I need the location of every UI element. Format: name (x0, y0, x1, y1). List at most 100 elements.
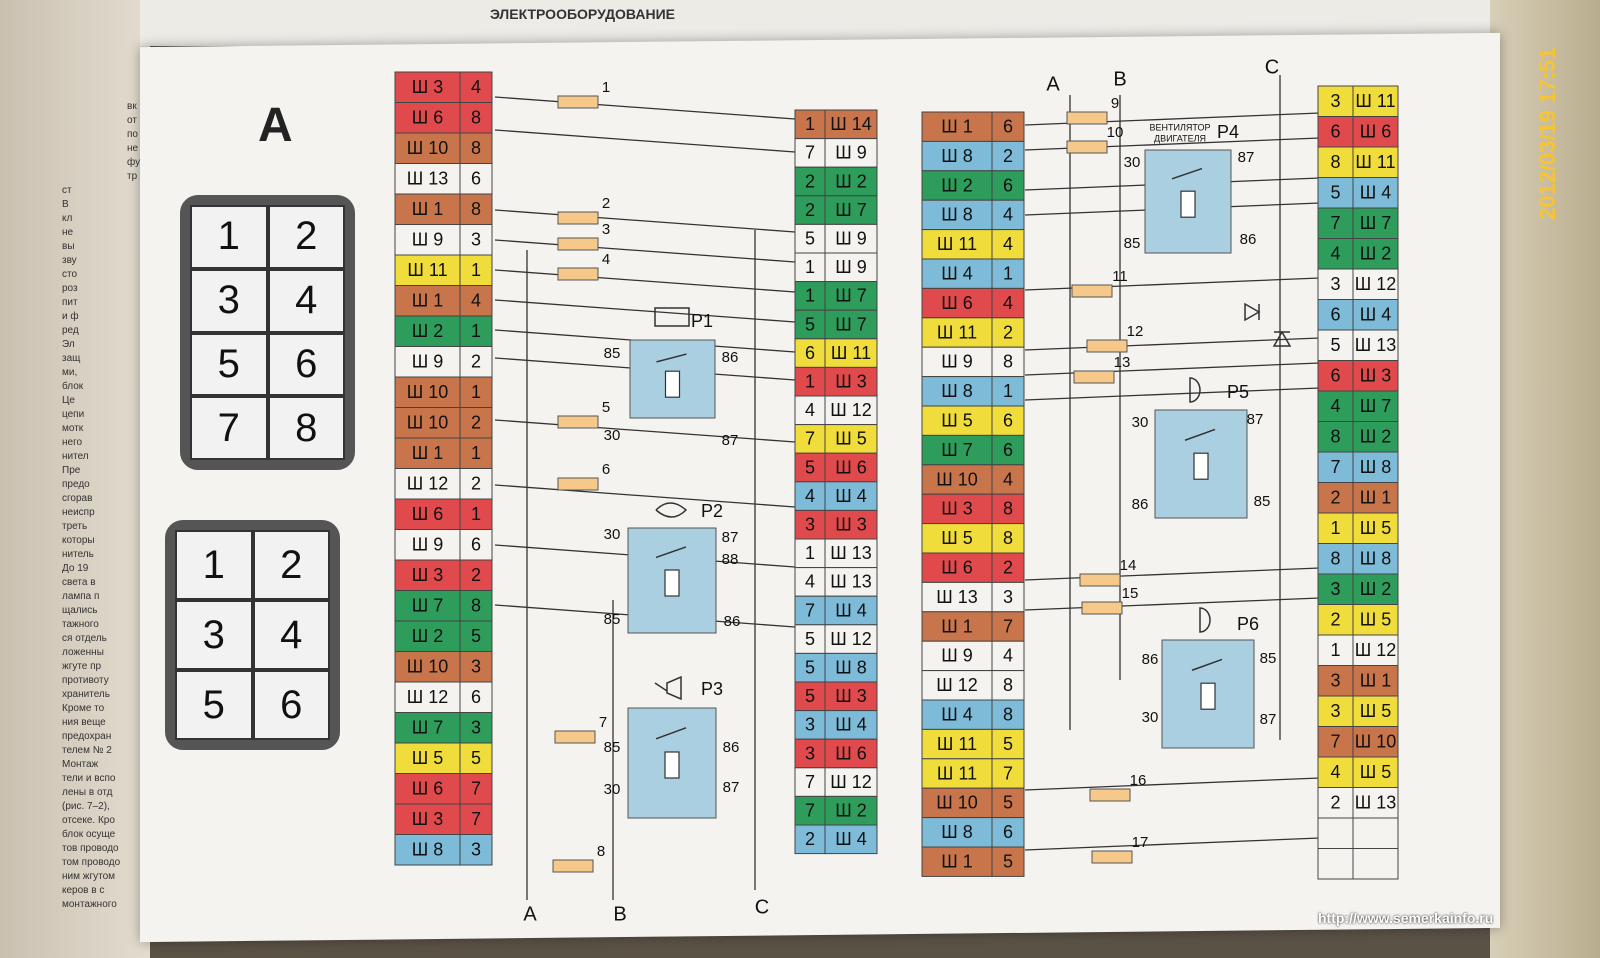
terminal-label: 7 (805, 143, 815, 163)
terminal-label: Ш 11 (407, 260, 447, 280)
left-text-line: Кроме то (62, 703, 105, 714)
left-text-line: блок осуще (62, 829, 116, 840)
relay-pin-number: 30 (1132, 414, 1149, 431)
left-text-line: треть (62, 521, 88, 532)
connector-pin: 3 (175, 600, 253, 670)
terminal-label: 3 (1003, 587, 1013, 607)
terminal-label: 7 (1330, 213, 1340, 233)
terminal-label: Ш 5 (1360, 518, 1392, 538)
terminal-label: Ш 8 (941, 205, 973, 225)
terminal-cell-right (1352, 573, 1399, 605)
terminal-label: Ш 13 (1355, 335, 1397, 355)
terminal-cell-right (824, 681, 878, 712)
terminal-label: 3 (471, 657, 481, 677)
fuse (552, 859, 594, 873)
terminal-cell-right (459, 559, 493, 591)
left-text-line: роз (62, 283, 78, 294)
terminal-cell-right (459, 529, 493, 561)
relay-pin-number: 86 (724, 613, 741, 630)
terminal-label: 5 (1003, 734, 1013, 754)
terminal-label: 6 (471, 687, 481, 707)
relay-contact (1184, 428, 1216, 441)
wire (494, 419, 796, 443)
left-text-line: отсеке. Кро (62, 815, 115, 826)
left-text-line: ся отдель (62, 633, 107, 644)
terminal-cell-right (824, 710, 878, 740)
terminal-label: Ш 3 (412, 809, 444, 829)
terminal-label: Ш 9 (835, 143, 867, 163)
relay-pin-number: 87 (723, 779, 740, 796)
terminal-label: Ш 10 (407, 382, 449, 402)
fuse-number: 10 (1107, 124, 1124, 141)
terminal-cell-left (794, 309, 826, 340)
relay-pin-number: 87 (1260, 711, 1277, 728)
terminal-cell-right (1352, 177, 1399, 209)
timestamp: 2012/03/19 17:51 (1535, 47, 1560, 221)
terminal-cell-right (991, 699, 1025, 730)
terminal-label: Ш 6 (835, 457, 867, 477)
left-text-line: телем № 2 (62, 745, 112, 756)
terminal-label: Ш 7 (835, 286, 867, 306)
terminal-label: 6 (1003, 410, 1013, 430)
terminal-label: Ш 12 (830, 772, 872, 792)
terminal-cell-left (1317, 390, 1354, 422)
terminal-label: Ш 1 (1360, 671, 1392, 691)
terminal-label: Ш 8 (1360, 457, 1392, 477)
terminal-label: Ш 8 (941, 822, 973, 842)
terminal-cell-left (794, 567, 826, 597)
terminal-label: 4 (805, 486, 815, 506)
terminal-label: Ш 8 (835, 657, 867, 677)
terminal-label: Ш 1 (1360, 488, 1392, 508)
terminal-cell-right (824, 452, 878, 483)
terminal-cell-left (394, 712, 461, 744)
terminal-label: Ш 3 (412, 77, 444, 97)
headlight-icon (1199, 607, 1211, 633)
wire (1024, 597, 1321, 611)
terminal-label: Ш 5 (1360, 610, 1392, 630)
fuse-number: 13 (1114, 354, 1131, 371)
terminal-label: 7 (805, 600, 815, 620)
terminal-cell-right (459, 285, 493, 317)
left-text-line: лампа п (62, 591, 100, 602)
terminal-label: Ш 8 (941, 381, 973, 401)
wire (494, 209, 796, 233)
relay-coil (1180, 190, 1196, 218)
terminal-cell-right (459, 437, 493, 469)
terminal-label: 8 (471, 108, 481, 128)
terminal-label: Ш 5 (835, 429, 867, 449)
fuse (1073, 370, 1115, 384)
terminal-label: 4 (1330, 244, 1340, 264)
terminal-label: Ш 9 (412, 230, 444, 250)
left-text-line: ния веще (62, 717, 106, 728)
terminal-label: 4 (471, 291, 481, 311)
terminal-cell-left (794, 767, 826, 797)
terminal-cell-left (921, 140, 993, 172)
terminal-cell-right (824, 166, 878, 197)
terminal-cell-right (824, 567, 878, 597)
terminal-cell-left (1317, 268, 1354, 300)
terminal-cell-right (1352, 268, 1399, 300)
terminal-cell-left (794, 424, 826, 454)
book-left-page (0, 0, 150, 958)
fuse (1081, 601, 1123, 615)
left-text-line: нитель (62, 549, 94, 560)
left-text-line: тр (127, 171, 138, 182)
terminal-cell-right (824, 138, 878, 168)
terminal-label: 2 (471, 565, 481, 585)
terminal-cell-left (394, 468, 461, 500)
terminal-cell-right (991, 611, 1025, 642)
terminal-cell-right (1352, 817, 1399, 849)
terminal-label: Ш 6 (835, 743, 867, 763)
terminal-label: Ш 2 (835, 171, 867, 191)
terminal-label: Ш 3 (835, 514, 867, 534)
terminal-cell-left (921, 581, 993, 613)
terminal-label: 1 (1003, 381, 1013, 401)
terminal-cell-left (394, 681, 461, 713)
terminal-label: 8 (1003, 675, 1013, 695)
terminal-label: Ш 13 (830, 572, 872, 592)
terminal-cell-right (824, 195, 878, 225)
terminal-cell-left (394, 193, 461, 225)
